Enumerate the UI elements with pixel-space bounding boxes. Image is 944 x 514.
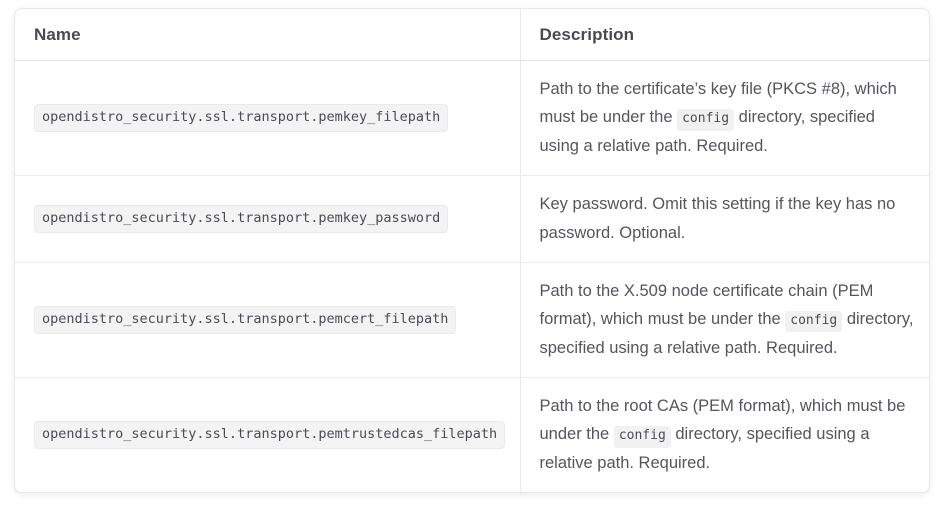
column-header-name: Name	[15, 9, 521, 61]
setting-description-cell: Key password. Omit this setting if the k…	[520, 175, 929, 263]
description-text: Path to the certificate’s key file (PKCS…	[540, 80, 897, 155]
inline-code-config: config	[613, 426, 671, 448]
settings-table: Name Description opendistro_security.ssl…	[15, 9, 929, 493]
table-header-row: Name Description	[15, 9, 929, 61]
description-text: Path to the X.509 node certificate chain…	[540, 282, 914, 357]
setting-name-cell: opendistro_security.ssl.transport.pemcer…	[15, 262, 521, 379]
inline-code-config: config	[677, 109, 735, 131]
column-header-description: Description	[520, 9, 929, 61]
table-row: opendistro_security.ssl.transport.pemtru…	[15, 377, 929, 493]
setting-name-code: opendistro_security.ssl.transport.pemkey…	[34, 204, 449, 234]
description-segment: Key password. Omit this setting if the k…	[539, 195, 896, 242]
table-body: opendistro_security.ssl.transport.pemkey…	[15, 60, 929, 493]
description-segment: Path to the X.509 node certificate chain…	[539, 281, 874, 329]
setting-name-cell: opendistro_security.ssl.transport.pemkey…	[15, 60, 521, 177]
inline-code-config: config	[785, 311, 843, 333]
description-segment: Path to the root CAs (PEM format), which…	[539, 397, 906, 444]
setting-name-code: opendistro_security.ssl.transport.pemtru…	[34, 420, 506, 450]
table-row: opendistro_security.ssl.transport.pemkey…	[15, 60, 929, 177]
description-segment: directory, specified using a relative pa…	[539, 108, 875, 155]
setting-name-cell: opendistro_security.ssl.transport.pemtru…	[15, 377, 521, 493]
description-text: Path to the root CAs (PEM format), which…	[540, 397, 906, 472]
table-header: Name Description	[15, 9, 929, 61]
setting-name-code: opendistro_security.ssl.transport.pemkey…	[34, 103, 449, 133]
settings-table-card: Name Description opendistro_security.ssl…	[14, 8, 930, 494]
setting-name-code: opendistro_security.ssl.transport.pemcer…	[34, 305, 457, 335]
setting-description-cell: Path to the root CAs (PEM format), which…	[520, 378, 929, 493]
setting-description-cell: Path to the X.509 node certificate chain…	[520, 262, 929, 379]
description-text: Key password. Omit this setting if the k…	[540, 195, 896, 241]
description-segment: directory, specified using a relative pa…	[539, 310, 914, 357]
setting-name-cell: opendistro_security.ssl.transport.pemkey…	[15, 175, 521, 263]
table-row: opendistro_security.ssl.transport.pemkey…	[15, 175, 929, 263]
setting-description-cell: Path to the certificate’s key file (PKCS…	[520, 60, 929, 177]
description-segment: directory, specified using a relative pa…	[539, 425, 870, 472]
table-row: opendistro_security.ssl.transport.pemcer…	[15, 262, 929, 379]
description-segment: Path to the certificate’s key file (PKCS…	[539, 80, 897, 127]
